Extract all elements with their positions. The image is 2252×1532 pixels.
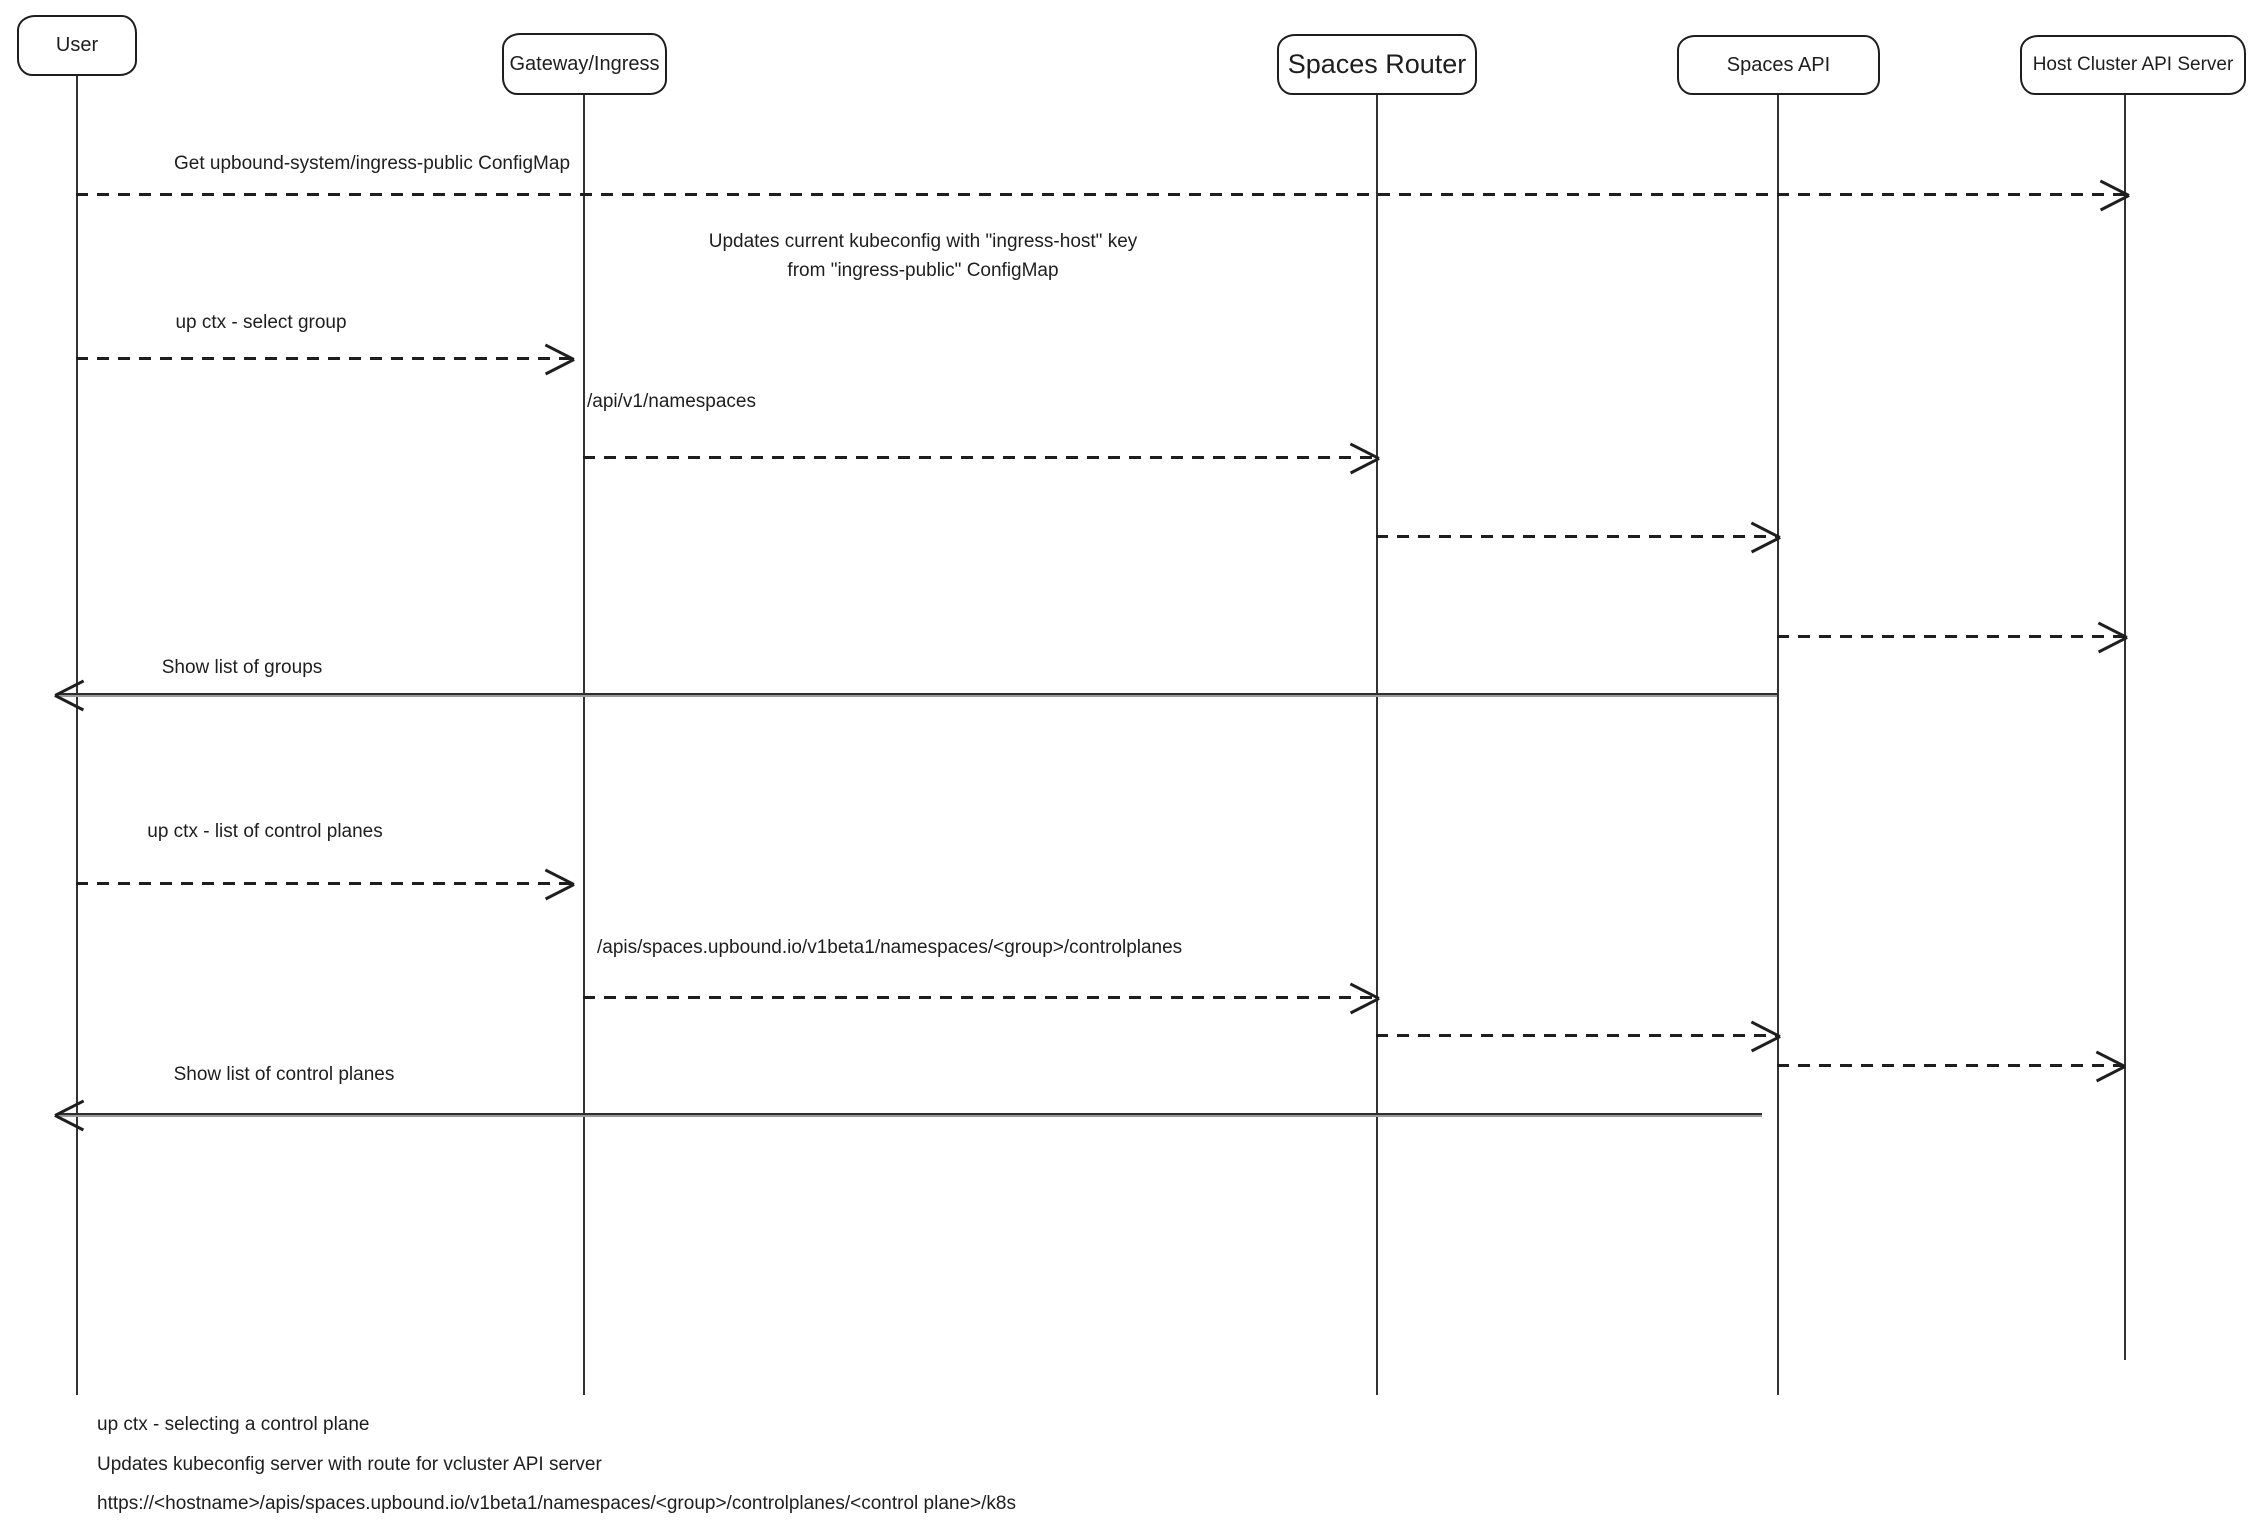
note-line-2: from "ingress-public" ConfigMap — [787, 260, 1059, 281]
lifeline-host-cluster-api-server — [2124, 95, 2126, 1360]
message-arrow-show-groups — [58, 693, 1777, 697]
arrowhead-right-icon — [1345, 997, 1379, 1037]
arrowhead-right-icon — [2093, 636, 2127, 676]
note-line-1: Updates current kubeconfig with "ingress… — [708, 231, 1138, 252]
actor-gateway-ingress-label: Gateway/Ingress — [509, 52, 660, 75]
message-label-show-groups: Show list of groups — [161, 657, 323, 678]
actor-host-cluster-api-server-label: Host Cluster API Server — [2032, 54, 2234, 75]
message-arrow-router-to-api-2 — [1376, 1034, 1777, 1037]
arrowhead-right-icon — [540, 883, 574, 923]
footnote-url: https://<hostname>/apis/spaces.upbound.i… — [97, 1493, 1016, 1514]
actor-spaces-router: Spaces Router — [1277, 34, 1477, 95]
message-arrow-apis-controlplanes — [583, 996, 1376, 999]
message-arrow-api-to-host-2 — [1777, 1064, 2122, 1067]
arrowhead-right-icon — [1746, 1035, 1780, 1075]
message-label-list-control-planes: up ctx - list of control planes — [147, 821, 383, 842]
lifeline-user — [76, 76, 78, 1395]
message-label-apis-controlplanes: /apis/spaces.upbound.io/v1beta1/namespac… — [597, 937, 1183, 958]
actor-spaces-api-label: Spaces API — [1726, 53, 1831, 76]
lifeline-gateway-ingress — [583, 95, 585, 1395]
arrowhead-right-icon — [2095, 194, 2129, 234]
message-label-get-configmap: Get upbound-system/ingress-public Config… — [173, 153, 571, 174]
arrowhead-right-icon — [1746, 536, 1780, 576]
message-arrow-router-to-api — [1376, 535, 1777, 538]
message-arrow-api-to-host — [1777, 635, 2124, 638]
arrowhead-left-icon — [55, 1114, 89, 1154]
message-arrow-show-control-planes — [58, 1113, 1762, 1117]
arrowhead-right-icon — [2091, 1065, 2125, 1105]
message-arrow-select-group — [76, 357, 571, 360]
actor-spaces-api: Spaces API — [1677, 35, 1880, 95]
actor-user: User — [17, 15, 137, 76]
footnote-selecting-control-plane: up ctx - selecting a control plane — [97, 1414, 370, 1435]
message-label-select-group: up ctx - select group — [175, 312, 347, 333]
message-arrow-list-control-planes — [76, 882, 571, 885]
lifeline-spaces-api — [1777, 95, 1779, 1395]
message-label-api-namespaces: /api/v1/namespaces — [587, 391, 756, 412]
message-arrow-api-namespaces — [583, 456, 1376, 459]
lifeline-spaces-router — [1376, 95, 1378, 1395]
arrowhead-right-icon — [1345, 457, 1379, 497]
actor-host-cluster-api-server: Host Cluster API Server — [2020, 35, 2246, 95]
actor-spaces-router-label: Spaces Router — [1287, 49, 1467, 79]
note-kubeconfig-update: Updates current kubeconfig with "ingress… — [623, 227, 1223, 285]
actor-user-label: User — [55, 34, 99, 56]
message-arrow-get-configmap — [76, 193, 2126, 196]
actor-gateway-ingress: Gateway/Ingress — [502, 33, 667, 95]
arrowhead-right-icon — [540, 358, 574, 398]
message-label-show-control-planes: Show list of control planes — [173, 1064, 395, 1085]
footnote-updates-kubeconfig: Updates kubeconfig server with route for… — [97, 1454, 602, 1475]
arrowhead-left-icon — [55, 694, 89, 734]
